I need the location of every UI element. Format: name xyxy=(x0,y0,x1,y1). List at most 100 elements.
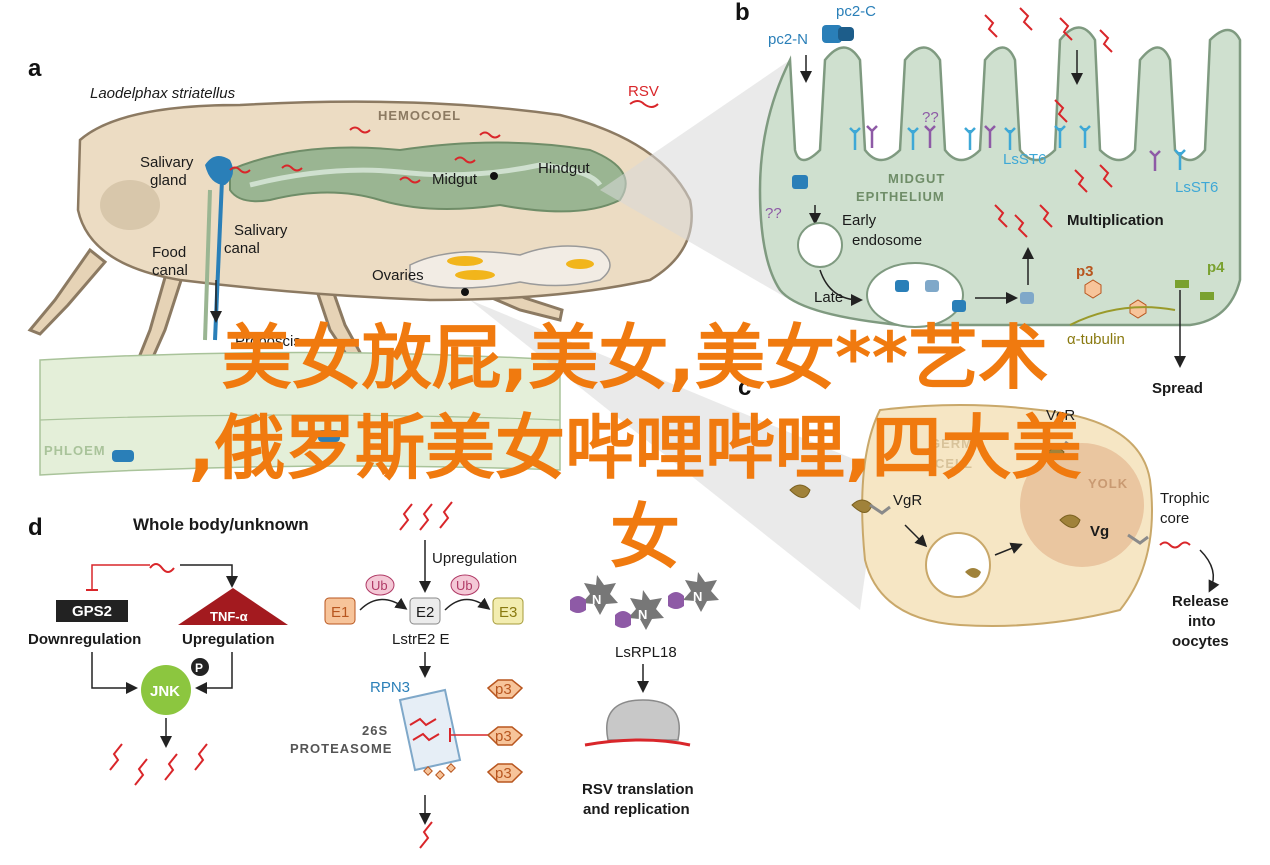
jnk-label: JNK xyxy=(150,683,180,700)
pc2c-label: pc2-C xyxy=(836,3,876,20)
replicating-virus xyxy=(994,99,1113,238)
gut xyxy=(229,141,627,213)
phloem-virus-b xyxy=(318,430,340,442)
yolk xyxy=(1020,443,1144,567)
pc2-protein-icon xyxy=(838,27,854,41)
activation-arrow xyxy=(180,564,238,588)
insect-virus-particles xyxy=(229,126,501,184)
salivary-gland-label-2: gland xyxy=(150,172,187,189)
rsv-signal-icon xyxy=(149,563,175,573)
viral-rna xyxy=(584,738,691,747)
trophic-core-label-2: core xyxy=(1160,510,1189,527)
transport-arrow xyxy=(994,542,1023,556)
rsv-translation-label-2: and replication xyxy=(583,801,690,818)
lsst6-label-b: LsST6 xyxy=(1175,179,1218,196)
e1-e2-arrow xyxy=(359,597,408,611)
lstre2e-label: LstrE2 E xyxy=(392,631,450,648)
unknown-receptor-label-b: ?? xyxy=(765,205,782,222)
leaf-vein xyxy=(39,414,561,421)
panel-label-c: c xyxy=(738,374,751,401)
peptide-fragments xyxy=(423,763,456,780)
p3-label-b-d: p3 xyxy=(495,728,512,745)
vg-protein-icons xyxy=(789,447,1081,528)
ovary-yolk xyxy=(447,256,483,266)
lsst6-label-a: LsST6 xyxy=(1003,151,1046,168)
lsst6-receptors xyxy=(849,125,1186,170)
e1-box xyxy=(324,597,356,625)
fused-virus xyxy=(1020,292,1034,304)
hindgut-label: Hindgut xyxy=(538,160,591,177)
hemocoel-label: HEMOCOEL xyxy=(378,108,461,123)
gps2-to-jnk-arrow xyxy=(91,652,138,694)
jnk-virus-output xyxy=(109,743,208,786)
p3-hexagons xyxy=(486,679,524,783)
e3-box xyxy=(492,597,524,625)
salivary-gland xyxy=(205,156,234,185)
phloem-virus-a xyxy=(112,450,134,462)
spread-label: Spread xyxy=(1152,380,1203,397)
degraded-virus xyxy=(419,821,433,849)
tnf-label: TNF-α xyxy=(210,609,248,624)
ubiquitin-virus-input xyxy=(399,501,453,531)
p4-protein-icon xyxy=(1200,292,1214,300)
ub-label-b: Ub xyxy=(456,578,473,593)
e2-label: E2 xyxy=(416,604,434,621)
late-endosome xyxy=(866,262,964,328)
phosphate-label: P xyxy=(195,661,203,675)
alpha-tubulin-label: α-tubulin xyxy=(1067,331,1125,348)
gps2-label: GPS2 xyxy=(72,603,112,620)
salivary-canal-label-1: Salivary xyxy=(234,222,288,239)
p4-protein-icon xyxy=(1175,280,1189,288)
endosome-virus xyxy=(925,280,939,292)
e3-label: E3 xyxy=(499,604,517,621)
p3-label-a: p3 xyxy=(495,681,512,698)
germ-cell-label-2: CELL xyxy=(935,456,973,471)
p4-label: p4 xyxy=(1207,259,1225,276)
proteasome-label-2: PROTEASOME xyxy=(290,741,392,756)
midgut-pointer xyxy=(490,172,498,180)
proteasome-label-1: 26S xyxy=(362,723,388,738)
jnk-node xyxy=(141,665,191,715)
ovary-yolk xyxy=(566,259,594,269)
ub-icon-a xyxy=(365,574,395,596)
phloem-label: PHLOEM xyxy=(44,443,106,458)
p3-protein-icon xyxy=(1084,279,1102,299)
panel-label-b: b xyxy=(735,0,750,26)
salivary-canal-label-2: canal xyxy=(224,240,260,257)
pc2-protein-icon xyxy=(822,25,842,43)
germ-cell-label-1: GERM xyxy=(930,436,973,451)
ub-icon-b xyxy=(450,574,480,596)
vgr-label-b: VgR xyxy=(893,492,922,509)
late-endosome-label-1: Late xyxy=(814,289,843,306)
unknown-receptors xyxy=(866,125,1161,171)
vesicle-vg xyxy=(965,568,981,578)
ovaries-label: Ovaries xyxy=(372,267,424,284)
yolk-label: YOLK xyxy=(1088,476,1128,491)
phosphate-icon xyxy=(191,658,209,676)
zoom-cone-c xyxy=(470,300,880,610)
insect-eye xyxy=(100,180,160,230)
release-label-1: Release xyxy=(1172,593,1229,610)
food-canal-label-2: canal xyxy=(152,262,188,279)
rsv-translation-label-1: RSV translation xyxy=(582,781,694,798)
maturation-arrow xyxy=(819,269,863,306)
vgr-label-a: VgR xyxy=(1046,407,1075,424)
ub-label-a: Ub xyxy=(371,578,388,593)
food-canal xyxy=(203,189,212,341)
rsv-virus-icon xyxy=(629,100,659,108)
release-arrow-c xyxy=(1199,549,1220,593)
ovary-yolk xyxy=(455,270,495,280)
multiplication-label: Multiplication xyxy=(1067,212,1164,229)
rsv-label: RSV xyxy=(628,83,659,100)
p3-label-b: p3 xyxy=(1076,263,1094,280)
vg-label: Vg xyxy=(1090,523,1109,540)
ovaries-pointer xyxy=(461,288,469,296)
e2-box xyxy=(409,597,441,625)
panel-label-a: a xyxy=(28,55,42,82)
gut-lumen xyxy=(249,162,603,188)
proteasome-substrate xyxy=(409,717,440,742)
e1-label: E1 xyxy=(331,604,349,621)
proboscis-label: Proboscis xyxy=(235,333,301,350)
upregulation-left-label: Upregulation xyxy=(182,631,275,648)
